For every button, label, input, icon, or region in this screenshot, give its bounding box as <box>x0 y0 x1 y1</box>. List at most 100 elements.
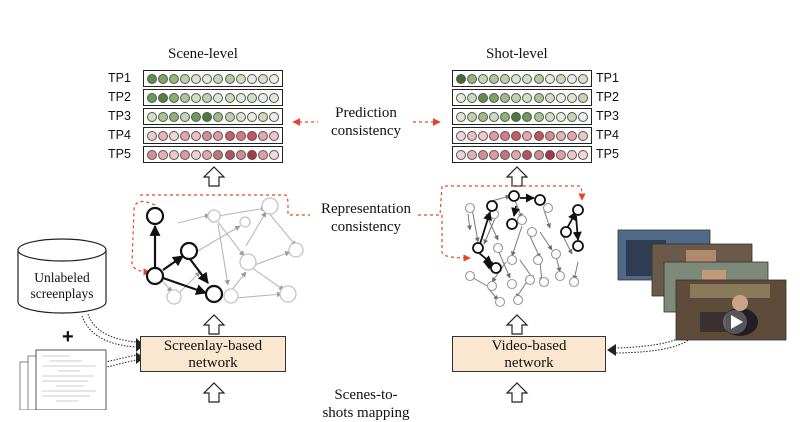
arrowhead-right <box>607 344 616 356</box>
prediction-row-3 <box>452 108 592 125</box>
prediction-cell <box>478 130 489 141</box>
prediction-cell <box>456 149 466 160</box>
unlabeled-screenplays-label: Unlabeled screenplays <box>30 270 94 301</box>
prediction-cell <box>478 73 489 84</box>
prediction-row-4 <box>452 127 592 144</box>
prediction-row-1 <box>452 70 592 87</box>
prediction-cell <box>544 73 555 84</box>
tp-label-4: TP4 <box>596 128 619 142</box>
tp-label-5: TP5 <box>108 147 131 161</box>
video-frames-image <box>617 229 787 341</box>
up-arrow-icon <box>202 166 529 403</box>
prediction-cell <box>224 149 235 160</box>
prediction-cell <box>180 73 191 84</box>
prediction-cell <box>533 111 544 122</box>
prediction-cell <box>224 130 235 141</box>
prediction-cell <box>511 92 522 103</box>
prediction-cell <box>213 92 224 103</box>
prediction-cell <box>456 111 466 122</box>
prediction-cell <box>257 130 268 141</box>
prediction-cell <box>202 111 213 122</box>
prediction-row-4 <box>143 127 283 144</box>
prediction-cell <box>489 73 500 84</box>
prediction-cell <box>268 130 279 141</box>
prediction-cell <box>456 73 466 84</box>
tp-label-1: TP1 <box>108 71 131 85</box>
prediction-cell <box>158 92 169 103</box>
prediction-consistency-label: Prediction consistency <box>331 105 401 139</box>
prediction-cell <box>478 111 489 122</box>
prediction-cell <box>213 73 224 84</box>
prediction-cell <box>500 130 511 141</box>
prediction-cell <box>522 111 533 122</box>
prediction-cell <box>500 92 511 103</box>
prediction-cell <box>191 92 202 103</box>
prediction-cell <box>246 92 257 103</box>
prediction-cell <box>224 111 235 122</box>
prediction-cell <box>268 73 279 84</box>
tp-label-2: TP2 <box>108 90 131 104</box>
prediction-cell <box>467 92 478 103</box>
prediction-cell <box>169 149 180 160</box>
prediction-cell <box>566 111 577 122</box>
prediction-cell <box>158 149 169 160</box>
prediction-cell <box>555 111 566 122</box>
prediction-cell <box>577 73 588 84</box>
prediction-cell <box>213 111 224 122</box>
prediction-cell <box>555 130 566 141</box>
prediction-cell <box>191 73 202 84</box>
prediction-cell <box>489 130 500 141</box>
scene-level-title: Scene-level <box>168 46 238 62</box>
prediction-cell <box>213 149 224 160</box>
prediction-cell <box>500 73 511 84</box>
video-network-box: Video-based network <box>452 336 606 372</box>
prediction-cell <box>566 73 577 84</box>
representation-line-left <box>140 194 310 216</box>
prediction-cell <box>257 111 268 122</box>
prediction-cell <box>522 149 533 160</box>
prediction-cell <box>544 111 555 122</box>
scenes-to-shots-label: Scenes-to- shots mapping <box>322 387 410 421</box>
prediction-cell <box>202 149 213 160</box>
prediction-cell <box>478 149 489 160</box>
prediction-cell <box>522 130 533 141</box>
diagram-canvas <box>17 118 787 410</box>
prediction-row-3 <box>143 108 283 125</box>
prediction-cell <box>533 73 544 84</box>
representation-consistency-label: Representation consistency <box>321 201 411 235</box>
prediction-cell <box>577 111 588 122</box>
prediction-cell <box>577 149 588 160</box>
prediction-cell <box>224 92 235 103</box>
prediction-cell <box>456 130 466 141</box>
prediction-cell <box>169 73 180 84</box>
prediction-cell <box>246 130 257 141</box>
prediction-cell <box>268 111 279 122</box>
prediction-cell <box>202 130 213 141</box>
prediction-cell <box>169 92 180 103</box>
shot-graph-highlight-nodes <box>472 190 584 274</box>
tp-label-5: TP5 <box>596 147 619 161</box>
prediction-cell <box>246 111 257 122</box>
tp-label-3: TP3 <box>596 109 619 123</box>
screenplay-pages-icon <box>19 349 107 410</box>
prediction-cell <box>180 111 191 122</box>
prediction-cell <box>577 130 588 141</box>
data-flow-arrows-left <box>81 313 137 371</box>
prediction-cell <box>235 149 246 160</box>
prediction-cell <box>566 130 577 141</box>
prediction-cell <box>147 149 157 160</box>
prediction-cell <box>533 130 544 141</box>
representation-arrow-left <box>131 200 156 276</box>
prediction-cell <box>191 149 202 160</box>
prediction-cell <box>235 130 246 141</box>
prediction-cell <box>555 92 566 103</box>
prediction-cell <box>555 73 566 84</box>
prediction-cell <box>246 149 257 160</box>
prediction-cell <box>246 73 257 84</box>
shot-graph-edges <box>466 194 579 301</box>
prediction-cell <box>180 92 191 103</box>
plus-sign: + <box>62 326 74 348</box>
prediction-cell <box>147 130 157 141</box>
prediction-cell <box>478 92 489 103</box>
prediction-cell <box>544 130 555 141</box>
